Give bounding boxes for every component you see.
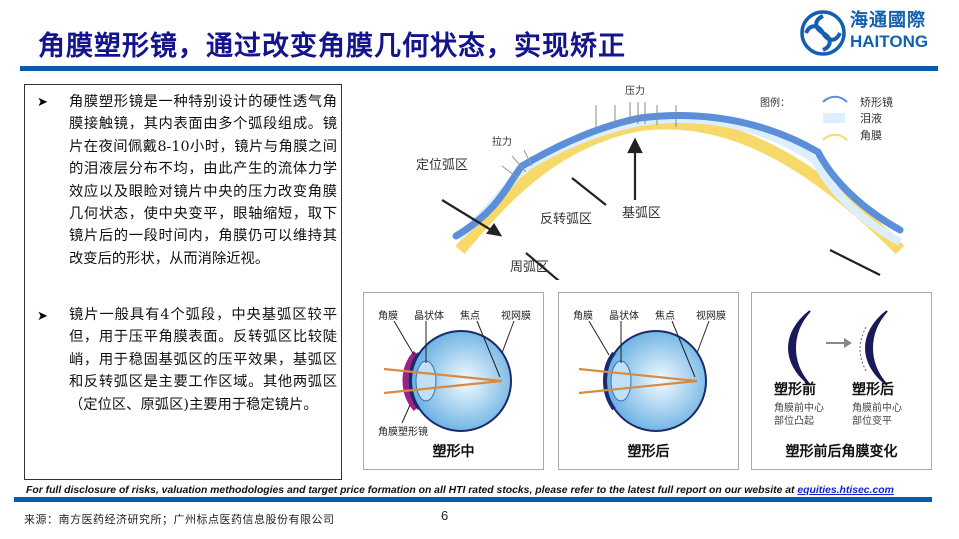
arrow-bullet-icon: ➤ — [37, 309, 48, 324]
disclaimer-text: For full disclosure of risks, valuation … — [26, 485, 798, 496]
panel-during-shaping: 角膜 晶状体 焦点 视网膜 角膜塑形镜 塑形中 — [363, 292, 544, 470]
after-title: 塑形后 — [852, 382, 894, 398]
paragraph-2: 镜片一般具有4个弧段，中央基弧区较平但，用于压平角膜表面。反转弧区比较陡峭，用于… — [69, 307, 337, 413]
caption-cornea-change: 塑形前后角膜变化 — [785, 444, 898, 460]
label-cornea: 角膜 — [378, 311, 398, 322]
label-retina: 视网膜 — [696, 311, 726, 322]
tension-label: 拉力 — [492, 137, 512, 148]
description-box: ➤ 角膜塑形镜是一种特别设计的硬性透气角膜接触镜，其内表面由多个弧段组成。镜片在… — [24, 84, 342, 480]
legend-tear: 泪液 — [860, 112, 882, 125]
lens-zone-diagram: 压力 拉力 定位弧区 反转弧区 基弧区 周弧区 图例： 矫形镜 泪液 角膜 — [360, 80, 940, 280]
website-link[interactable]: equities.htisec.com — [797, 485, 894, 496]
after-line1: 角膜前中心 — [852, 403, 902, 414]
before-line2: 部位凸起 — [774, 416, 814, 427]
page-title: 角膜塑形镜，通过改变角膜几何状态，实现矫正 — [38, 31, 626, 62]
legend-title: 图例： — [760, 98, 790, 109]
label-lens: 晶状体 — [609, 311, 639, 322]
haitong-logo: 海通國際 HAITONG — [800, 8, 940, 58]
arrow-bullet-icon: ➤ — [37, 95, 48, 110]
caption-after-shaping: 塑形后 — [627, 444, 670, 460]
label-cornea: 角膜 — [573, 311, 593, 322]
source-note: 来源：南方医药经济研究所；广州标点医药信息股份有限公司 — [24, 513, 335, 526]
before-line1: 角膜前中心 — [774, 403, 824, 414]
panel-cornea-change: 塑形前 角膜前中心 部位凸起 塑形后 角膜前中心 部位变平 塑形前后角膜变化 — [751, 292, 932, 470]
peripheral-zone-label: 周弧区 — [510, 260, 550, 275]
panel-after-shaping: 角膜 晶状体 焦点 视网膜 塑形后 — [558, 292, 739, 470]
label-retina: 视网膜 — [501, 311, 531, 322]
logo-chinese: 海通國際 — [850, 10, 926, 31]
caption-during-shaping: 塑形中 — [432, 444, 475, 460]
label-focus: 焦点 — [655, 311, 675, 322]
haitong-logo-icon — [800, 10, 846, 56]
alignment-zone-label: 定位弧区 — [416, 158, 469, 173]
label-lens: 晶状体 — [414, 311, 444, 322]
label-focus: 焦点 — [460, 311, 480, 322]
paragraph-1: 角膜塑形镜是一种特别设计的硬性透气角膜接触镜，其内表面由多个弧段组成。镜片在夜间… — [69, 94, 337, 267]
legend-lens: 矫形镜 — [860, 96, 893, 109]
label-ortho-lens: 角膜塑形镜 — [378, 427, 428, 438]
logo-english: HAITONG — [850, 32, 929, 51]
base-zone-label: 基弧区 — [622, 206, 662, 221]
title-divider — [20, 66, 938, 71]
reverse-zone-label: 反转弧区 — [540, 212, 593, 227]
pressure-label: 压力 — [625, 86, 645, 97]
after-line2: 部位变平 — [852, 416, 892, 427]
page-number: 6 — [441, 508, 449, 523]
legend-cornea: 角膜 — [860, 129, 882, 142]
footer-divider — [14, 497, 932, 502]
before-title: 塑形前 — [774, 382, 816, 398]
disclaimer: For full disclosure of risks, valuation … — [26, 485, 894, 496]
